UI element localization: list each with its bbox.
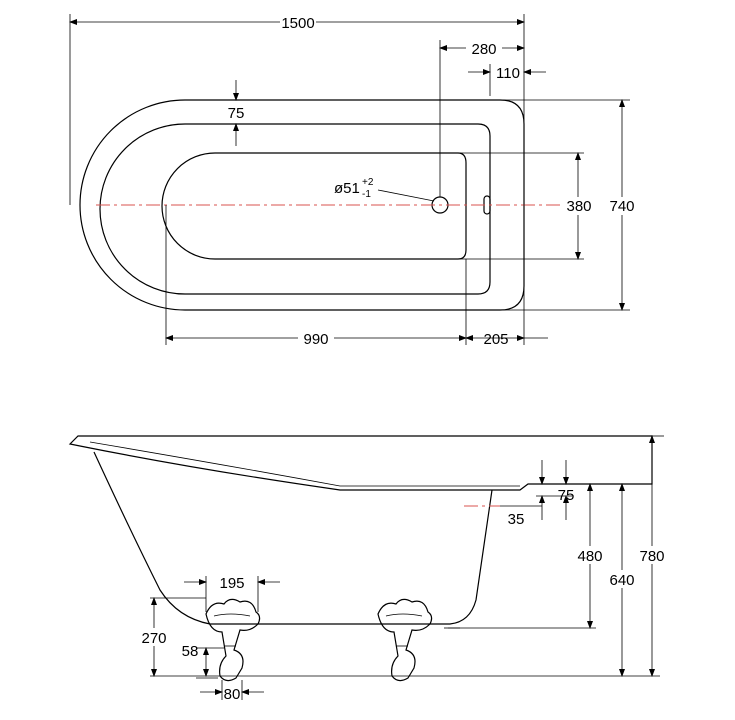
side-rim	[68, 435, 653, 491]
dim-overall-length: 1500	[281, 15, 314, 32]
dim-overall-width: 740	[609, 198, 634, 215]
plan-inner-basin	[161, 152, 467, 260]
dim-foot-height: 270	[141, 630, 166, 647]
dim-end-height: 640	[609, 572, 634, 589]
dim-waste-diameter: ø51	[334, 180, 360, 197]
dim-waste-offset: 280	[471, 41, 496, 58]
dim-inner-length: 990	[303, 331, 328, 348]
side-body	[93, 451, 493, 625]
dim-waste-tol-minus: -1	[362, 189, 371, 200]
dim-inner-width: 380	[566, 198, 591, 215]
side-view: 195 270 58 80 75 35 480 640 780	[68, 435, 670, 703]
plan-view: 1500 280 110 75 ø51 +2 -1 380 740 990	[69, 13, 639, 348]
dim-end-length: 205	[483, 331, 508, 348]
dim-rim-width: 75	[228, 105, 245, 122]
dim-overflow-height: 35	[508, 511, 525, 528]
dim-waste-height: 480	[577, 548, 602, 565]
plan-rim-line	[99, 123, 491, 295]
dim-waste-tol-plus: +2	[362, 177, 374, 188]
dim-rim-drop: 75	[558, 487, 575, 504]
dim-foot-spacing: 195	[219, 575, 244, 592]
dim-foot-base: 80	[224, 686, 241, 703]
claw-foot-left	[205, 598, 261, 682]
dim-foot-width: 58	[182, 643, 199, 660]
dim-overflow-offset: 110	[496, 65, 520, 82]
claw-foot-right	[377, 598, 433, 682]
dim-overall-height: 780	[639, 548, 664, 565]
